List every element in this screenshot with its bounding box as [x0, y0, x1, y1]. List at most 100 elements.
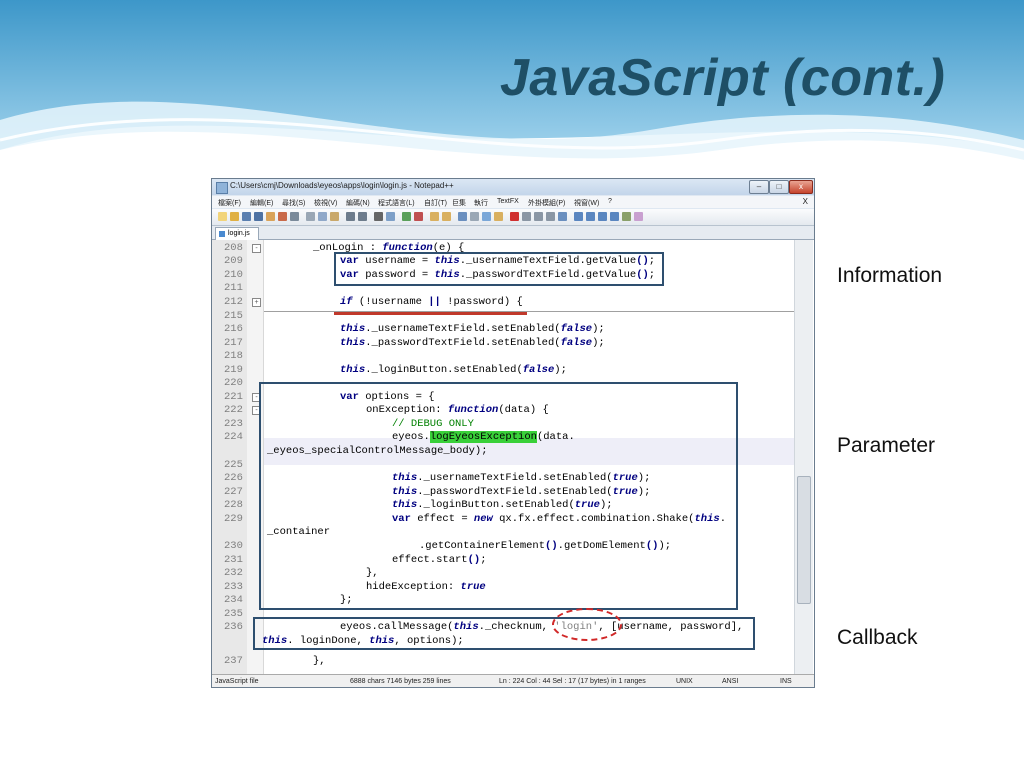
line-number: 220	[224, 377, 243, 389]
code-line-217: this._passwordTextField.setEnabled(false…	[340, 337, 605, 349]
replace-icon[interactable]	[386, 212, 395, 221]
code-line-222: onException: function(data) {	[366, 404, 549, 416]
code-line-231: effect.start();	[392, 554, 487, 566]
code-line-227: this._passwordTextField.setEnabled(true)…	[392, 486, 651, 498]
run-macro-icon[interactable]	[546, 212, 555, 221]
fold-toggle-icon[interactable]: -	[252, 244, 261, 253]
line-number: 216	[224, 323, 243, 335]
toolbar-plugin2-icon[interactable]	[634, 212, 643, 221]
menu-edit[interactable]: 編輯(E)	[250, 200, 274, 207]
slide-title: JavaScript (cont.)	[500, 49, 946, 107]
sync-v-icon[interactable]	[430, 212, 439, 221]
save-icon[interactable]	[242, 212, 251, 221]
line-number: 232	[224, 567, 243, 579]
code-line-228: this._loginButton.setEnabled(true);	[392, 499, 613, 511]
menu-file[interactable]: 檔案(F)	[218, 200, 241, 207]
notepadpp-icon	[216, 182, 228, 194]
code-line-219: this._loginButton.setEnabled(false);	[340, 364, 567, 376]
stop-macro-icon[interactable]	[522, 212, 531, 221]
close-all-icon[interactable]	[278, 212, 287, 221]
record-macro-icon[interactable]	[510, 212, 519, 221]
open-file-icon[interactable]	[230, 212, 239, 221]
status-mode: INS	[780, 678, 792, 685]
line-number: 208	[224, 242, 243, 254]
toolbar-plugin-icon[interactable]	[622, 212, 631, 221]
status-position: Ln : 224 Col : 44 Sel : 17 (17 bytes) in…	[499, 678, 646, 685]
toolbar-extra-icon[interactable]	[574, 212, 583, 221]
cut-icon[interactable]	[306, 212, 315, 221]
menu-settings[interactable]: 自訂(T)	[424, 200, 447, 207]
menu-textfx[interactable]: TextFX	[497, 198, 519, 205]
menu-search[interactable]: 尋找(S)	[282, 200, 306, 207]
menu-language[interactable]: 程式語言(L)	[378, 200, 415, 207]
close-file-icon[interactable]	[266, 212, 275, 221]
code-line-233: hideException: true	[366, 581, 486, 593]
condition-underline	[334, 312, 527, 315]
save-all-icon[interactable]	[254, 212, 263, 221]
line-number: 211	[224, 282, 243, 294]
line-number: 227	[224, 486, 243, 498]
scrollbar-thumb[interactable]	[797, 476, 811, 604]
sync-h-icon[interactable]	[442, 212, 451, 221]
undo-icon[interactable]	[346, 212, 355, 221]
menu-run[interactable]: 執行	[474, 200, 488, 207]
line-number: 229	[224, 513, 243, 525]
line-number: 209	[224, 255, 243, 267]
toolbar-down-icon[interactable]	[598, 212, 607, 221]
line-number: 235	[224, 608, 243, 620]
menu-help[interactable]: ?	[608, 198, 612, 205]
callback-box	[253, 617, 755, 650]
line-number: 224	[224, 431, 243, 443]
minimize-button[interactable]: –	[749, 180, 769, 194]
paste-icon[interactable]	[330, 212, 339, 221]
toolbar-up-icon[interactable]	[586, 212, 595, 221]
maximize-button[interactable]: □	[769, 180, 789, 194]
redo-icon[interactable]	[358, 212, 367, 221]
vertical-scrollbar[interactable]	[794, 240, 813, 674]
tab-bar: login.js	[212, 226, 814, 240]
parameter-box	[259, 382, 738, 610]
window-titlebar[interactable]: C:\Users\cmj\Downloads\eyeos\apps\login\…	[212, 179, 814, 195]
code-line-224: eyeos.logEyeosException(data.	[392, 431, 575, 443]
doc-map-icon[interactable]	[494, 212, 503, 221]
fold-divider	[264, 311, 794, 312]
fold-toggle-icon[interactable]: +	[252, 298, 261, 307]
code-line-221: var options = {	[340, 391, 435, 403]
close-button[interactable]: x	[789, 180, 813, 194]
status-filetype: JavaScript file	[215, 678, 259, 685]
tab-login-js[interactable]: login.js	[215, 227, 259, 240]
play-macro-icon[interactable]	[534, 212, 543, 221]
information-box	[334, 252, 664, 286]
label-information: Information	[837, 264, 943, 287]
menu-window[interactable]: 視窗(W)	[574, 200, 600, 207]
code-editor[interactable]: - + - - 208 209 210 211 212 215 216 217 …	[212, 240, 814, 674]
code-line-229: var effect = new qx.fx.effect.combinatio…	[392, 513, 726, 525]
label-callback: Callback	[837, 626, 918, 649]
line-number: 218	[224, 350, 243, 362]
save-macro-icon[interactable]	[558, 212, 567, 221]
code-line-224-wrap: _eyeos_specialControlMessage_body);	[267, 445, 488, 457]
print-icon[interactable]	[290, 212, 299, 221]
toolbar-list-icon[interactable]	[610, 212, 619, 221]
line-number: 222	[224, 404, 243, 416]
menu-macro[interactable]: 巨集	[452, 200, 466, 207]
show-all-chars-icon[interactable]	[470, 212, 479, 221]
new-file-icon[interactable]	[218, 212, 227, 221]
close-document-icon[interactable]: X	[802, 197, 808, 206]
menu-view[interactable]: 檢視(V)	[314, 200, 338, 207]
find-icon[interactable]	[374, 212, 383, 221]
zoom-out-icon[interactable]	[414, 212, 423, 221]
line-number: 231	[224, 554, 243, 566]
menu-encoding[interactable]: 編碼(N)	[346, 200, 370, 207]
code-line-223: // DEBUG ONLY	[392, 418, 474, 430]
word-wrap-icon[interactable]	[458, 212, 467, 221]
line-number: 223	[224, 418, 243, 430]
indent-guide-icon[interactable]	[482, 212, 491, 221]
menu-plugins[interactable]: 外掛模組(P)	[528, 200, 566, 207]
line-number: 230	[224, 540, 243, 552]
file-icon	[219, 231, 225, 237]
copy-icon[interactable]	[318, 212, 327, 221]
code-line-209: var username = this._usernameTextField.g…	[340, 255, 656, 267]
zoom-in-icon[interactable]	[402, 212, 411, 221]
code-line-216: this._usernameTextField.setEnabled(false…	[340, 323, 605, 335]
